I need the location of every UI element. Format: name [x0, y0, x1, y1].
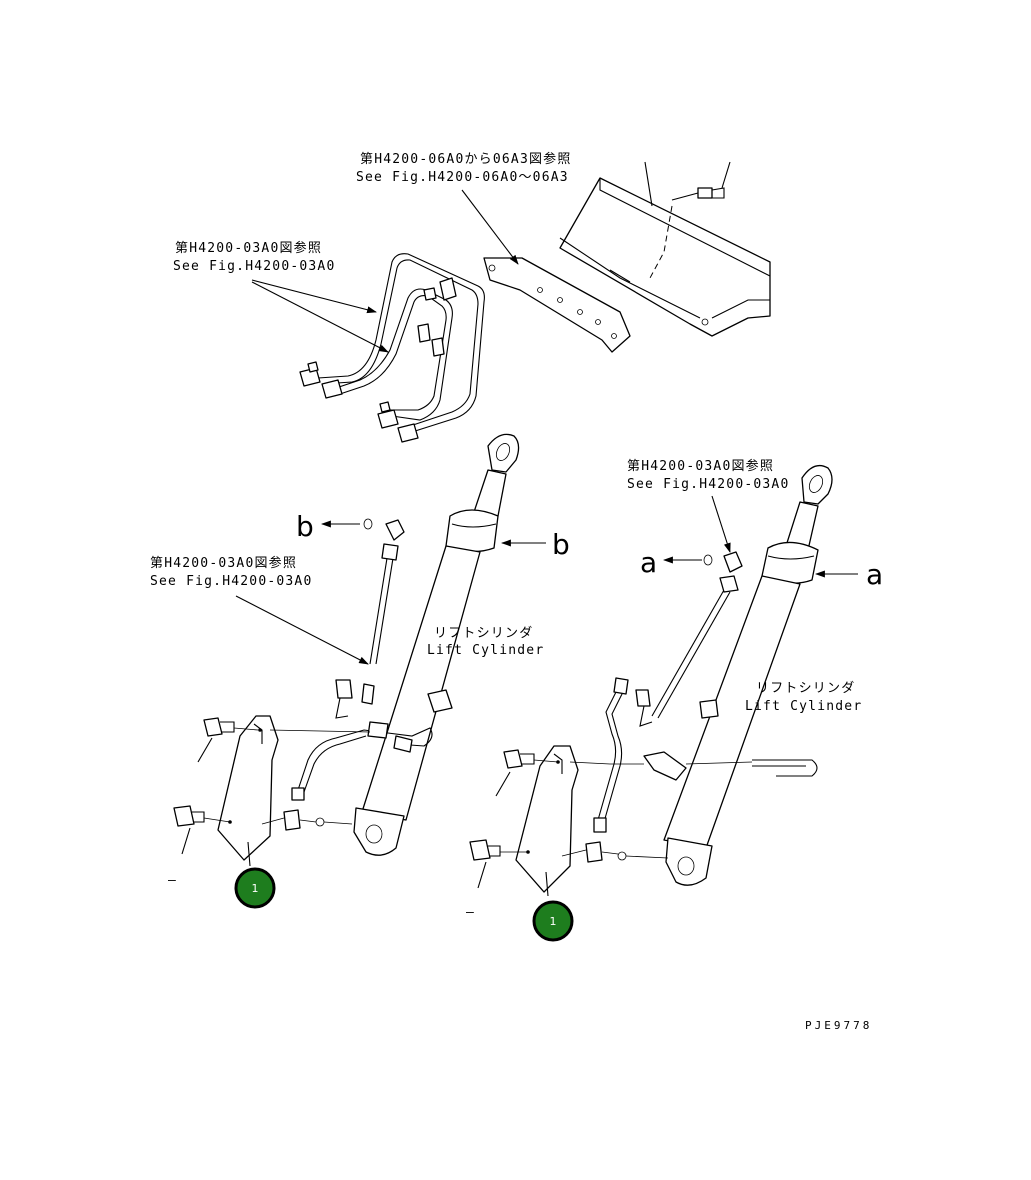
letter-a-right: a	[866, 558, 883, 591]
ref-03a-right-leader	[711, 495, 731, 553]
right-lift-cylinder	[469, 464, 833, 897]
letter-a-left: a	[640, 546, 657, 579]
cylinder-left-jp: リフトシリンダ	[434, 626, 533, 641]
letter-b-left: b	[296, 510, 314, 543]
part-badge-right[interactable]: 1	[532, 900, 574, 942]
dash-mark-right: –	[466, 905, 475, 920]
ref-06a-en: See Fig.H4200-06A0～06A3	[356, 170, 569, 185]
cylinder-right-jp: リフトシリンダ	[756, 681, 855, 696]
ref-03a-right-en: See Fig.H4200-03A0	[627, 477, 789, 492]
ref-03a-top-en: See Fig.H4200-03A0	[173, 259, 335, 274]
part-badge-left[interactable]: 1	[234, 867, 276, 909]
cylinder-left-en: Lift Cylinder	[427, 643, 544, 658]
letter-b-right: b	[552, 528, 570, 561]
ref-03a-left-leader	[235, 595, 369, 665]
ref-06a-leader	[461, 189, 519, 265]
left-lift-cylinder	[173, 433, 520, 867]
hydraulic-tubes	[299, 253, 485, 443]
ref-03a-top-leader-1	[251, 279, 377, 314]
ref-03a-top-leader-2	[251, 281, 389, 353]
ref-03a-top-jp: 第H4200-03A0図参照	[175, 240, 322, 256]
ref-06a-jp: 第H4200-06A0から06A3図参照	[360, 151, 572, 167]
cylinder-right-en: Lift Cylinder	[745, 699, 862, 714]
ref-03a-right-jp: 第H4200-03A0図参照	[627, 458, 774, 474]
svg-text:1: 1	[550, 915, 557, 928]
svg-text:1: 1	[252, 882, 259, 895]
cover-assembly	[483, 161, 771, 353]
drawing-code: PJE9778	[805, 1019, 872, 1032]
ref-03a-left-en: See Fig.H4200-03A0	[150, 574, 312, 589]
dash-mark-left: –	[168, 873, 177, 888]
ref-03a-left-jp: 第H4200-03A0図参照	[150, 555, 297, 571]
